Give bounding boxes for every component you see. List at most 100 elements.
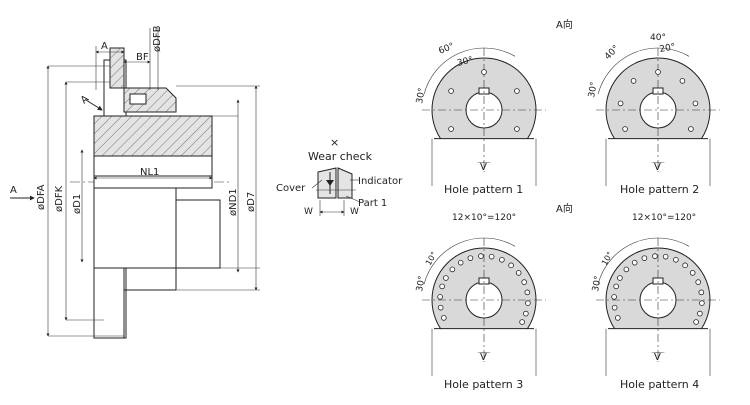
bolt-hole	[499, 257, 505, 263]
coupling-section-view: A BF øDFB øDFA øDFK øD1 øND1 øD7 NL1 A A	[10, 25, 260, 339]
angle-arc	[597, 237, 690, 285]
dim-dfa: øDFA	[36, 184, 47, 210]
bolt-hole	[448, 88, 454, 94]
angle-arc	[423, 47, 516, 95]
p2-angle-4: 30°	[587, 81, 600, 98]
bolt-hole	[521, 279, 527, 285]
bolt-hole	[655, 69, 661, 75]
p1-angle-3: 30°	[415, 87, 428, 104]
bolt-hole	[457, 259, 464, 266]
bolt-hole	[689, 270, 696, 276]
angle-arc	[423, 237, 516, 285]
bolt-hole	[488, 253, 495, 260]
wear-w-right: W	[350, 207, 359, 217]
bolt-hole	[693, 319, 699, 325]
bolt-hole	[514, 88, 520, 94]
p1-angle-2: 30°	[456, 55, 474, 69]
bolt-hole	[514, 126, 520, 132]
bolt-hole	[630, 78, 637, 84]
bolt-hole	[439, 283, 445, 290]
bolt-hole	[652, 253, 658, 259]
bolt-hole	[478, 253, 484, 259]
bolt-hole	[437, 304, 444, 311]
p3-angle-2: 10°	[424, 250, 439, 267]
wear-cover: Cover	[276, 183, 306, 194]
p4-angle-2: 10°	[600, 250, 615, 267]
bolt-hole	[697, 310, 703, 317]
v-mark: V	[480, 162, 487, 173]
dim-d7: øD7	[246, 192, 257, 212]
bolt-hole	[515, 270, 522, 276]
wear-marker: ×	[330, 136, 339, 149]
p2-angle-2: 20°	[659, 42, 676, 55]
bolt-hole	[525, 300, 531, 306]
bolt-hole	[611, 304, 618, 311]
bolt-hole	[631, 259, 638, 266]
bolt-hole	[481, 69, 487, 75]
dim-bf: BF	[136, 52, 149, 63]
hole-pattern-2-label: Hole pattern 2	[620, 183, 699, 196]
a-view-label-2: A向	[556, 202, 573, 215]
bolt-hole	[617, 100, 624, 107]
bolt-hole	[692, 100, 699, 107]
bolt-hole	[622, 126, 628, 132]
bolt-hole	[679, 78, 686, 84]
dim-d1: øD1	[72, 194, 83, 214]
dim-nl1: NL1	[140, 167, 159, 178]
bolt-hole	[467, 255, 474, 261]
dim-dfb: øDFB	[152, 25, 163, 52]
bolt-hole	[508, 262, 514, 269]
bolt-hole	[611, 294, 617, 300]
dim-nd1: øND1	[228, 188, 239, 216]
bolt-hole	[443, 275, 449, 281]
dim-a: A	[101, 41, 108, 52]
bolt-hole	[448, 126, 454, 132]
wear-title: Wear check	[308, 150, 373, 163]
bolt-hole	[615, 315, 621, 321]
wear-indicator: Indicator	[358, 176, 403, 187]
bolt-hole	[519, 319, 525, 325]
bolt-hole	[437, 294, 443, 300]
p1-angle-1: 60°	[437, 42, 456, 57]
hole-pattern-3: Hole pattern 3 12×10°=120° 10° 30° V	[415, 213, 546, 391]
p2-angle-3: 40°	[603, 44, 621, 62]
p3-angle-3: 30°	[415, 275, 428, 292]
bolt-hole	[662, 253, 669, 260]
bolt-hole	[698, 289, 705, 296]
bolt-hole	[523, 310, 529, 317]
view-marker-top: A	[79, 93, 91, 106]
bolt-hole	[623, 266, 630, 273]
bolt-hole	[688, 126, 694, 132]
bolt-hole	[641, 255, 648, 261]
bolt-hole	[449, 266, 456, 273]
p2-angle-1: 40°	[650, 33, 666, 43]
p3-angle-1: 12×10°=120°	[452, 213, 516, 223]
bolt-hole	[695, 279, 701, 285]
a-view-label-1: A向	[556, 18, 573, 31]
bolt-hole	[613, 283, 619, 290]
dim-dfk: øDFK	[54, 185, 65, 212]
p4-angle-1: 12×10°=120°	[632, 213, 696, 223]
v-mark: V	[480, 352, 487, 363]
bolt-hole	[617, 275, 623, 281]
hole-pattern-4-label: Hole pattern 4	[620, 378, 699, 391]
wear-part1: Part 1	[358, 198, 387, 209]
wear-check-detail: × Wear check Cover Indicator Part 1 W W	[276, 136, 403, 217]
bolt-hole	[673, 257, 679, 263]
bolt-hole	[682, 262, 688, 269]
hole-pattern-4: Hole pattern 4 12×10°=120° 10° 30° V	[591, 213, 720, 391]
angle-arc	[597, 47, 690, 95]
bolt-hole	[524, 289, 531, 296]
v-mark: V	[654, 352, 661, 363]
v-mark: V	[654, 162, 661, 173]
hole-pattern-1: Hole pattern 1 60° 30° 30° V	[415, 42, 546, 196]
bolt-hole	[441, 315, 447, 321]
hole-pattern-3-label: Hole pattern 3	[444, 378, 523, 391]
hole-pattern-1-label: Hole pattern 1	[444, 183, 523, 196]
wear-w-left: W	[304, 207, 313, 217]
bolt-hole	[699, 300, 705, 306]
view-marker-left: A	[10, 185, 17, 196]
p4-angle-3: 30°	[591, 275, 604, 292]
hole-pattern-2: Hole pattern 2 40° 20° 40° 30° V	[587, 33, 720, 196]
